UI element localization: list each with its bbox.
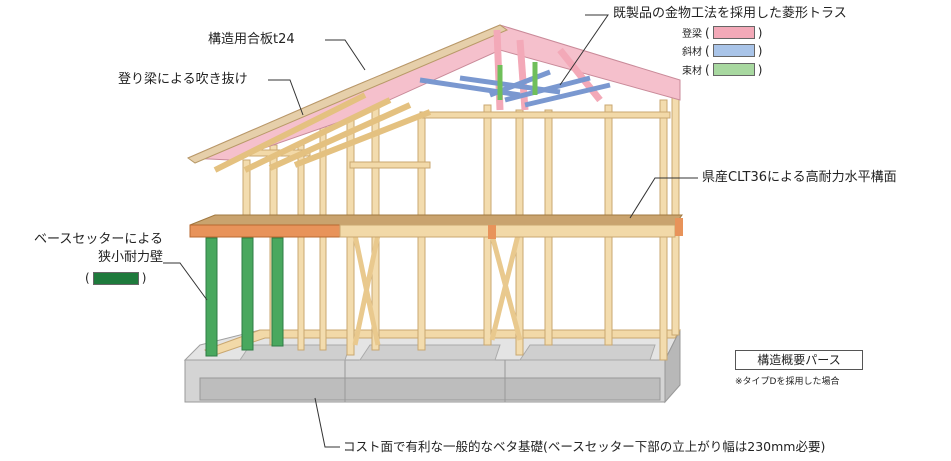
legend-swatch-blue [712,44,755,57]
truss-posts [497,62,538,100]
legend-item-post: 束材 ( ) [682,62,763,78]
legend-label: 登梁 [682,29,702,40]
truss-diagonals [419,69,611,108]
foundation-label: コスト面で有利な一般的なベタ基礎(ベースセッター下部の立上がり幅は230mm必要… [343,439,826,454]
plywood-label: 構造用合板t24 [208,32,295,47]
base-setter-walls [205,237,284,357]
legend-item-diagonal: 斜材 ( ) [682,43,763,59]
legend-item-rafter: 登梁 ( ) [682,25,763,41]
truss-label: 既製品の金物工法を採用した菱形トラス [613,6,847,21]
wall-color-swatch [92,271,139,285]
rafters [213,92,432,173]
wall-label-line2: 狭小耐力壁 [97,250,163,265]
rafter-label: 登り梁による吹き抜け [118,72,248,87]
wall-label-line1: ベースセッターによる [34,232,163,247]
diagram-note: ※タイプDを採用した場合 [735,377,840,387]
legend-swatch-pink [712,26,755,39]
leader-lines [163,14,698,448]
wall-legend: ( ) [85,271,147,285]
legend-label: 束材 [682,66,702,77]
clt-floor [189,214,683,239]
diagram-title-box: 構造概要パース [735,350,863,370]
roof-plywood [186,24,681,164]
legend-swatch-green [712,63,755,76]
wall-braces [352,234,523,346]
clt-label: 県産CLT36による高耐力水平構面 [702,170,897,185]
legend-label: 斜材 [682,47,702,58]
